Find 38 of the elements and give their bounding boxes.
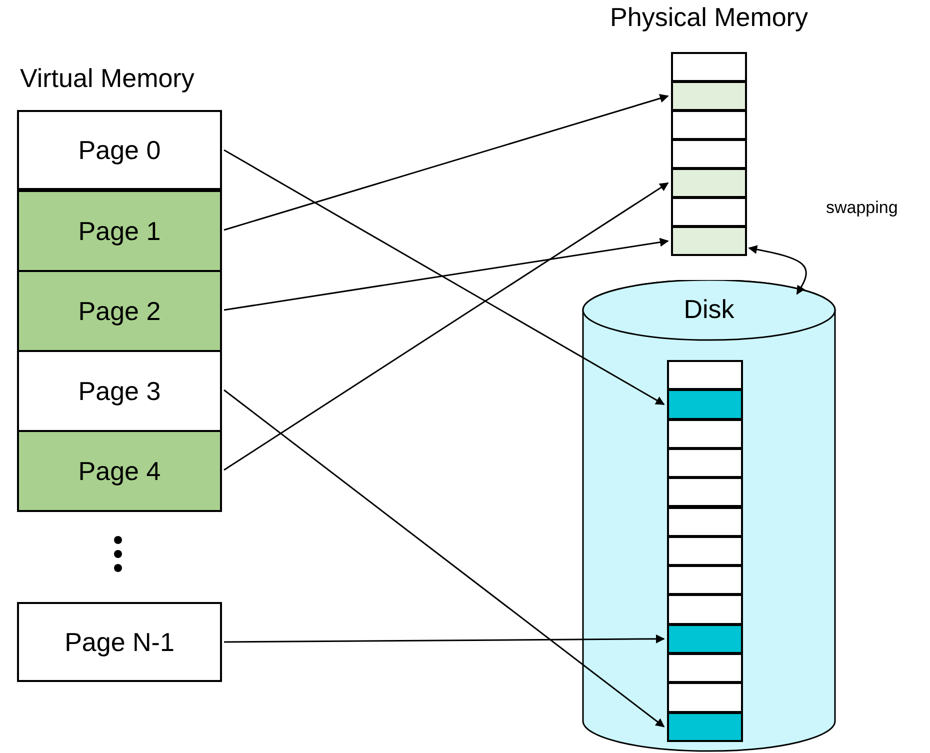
memory-slot	[667, 536, 743, 566]
memory-slot	[667, 653, 743, 684]
disk-cylinder	[582, 280, 836, 752]
memory-heading: Virtual Memory	[20, 63, 194, 94]
page-box: Page 2	[17, 270, 222, 352]
swap-arrow	[748, 245, 807, 295]
memory-slot	[667, 506, 743, 537]
disk-label: Disk	[682, 294, 736, 325]
page-box: Page N-1	[17, 602, 222, 682]
memory-slot	[671, 197, 747, 227]
memory-slot	[671, 168, 747, 198]
memory-heading: Physical Memory	[609, 2, 809, 33]
memory-slot	[671, 139, 747, 169]
memory-slot	[667, 448, 743, 478]
mapping-arrow	[224, 149, 665, 406]
memory-slot	[671, 226, 747, 256]
memory-slot	[667, 624, 743, 654]
memory-slot	[671, 81, 747, 111]
mapping-arrow	[224, 94, 669, 231]
mapping-arrow	[224, 389, 665, 728]
memory-slot	[667, 565, 743, 596]
mapping-arrow	[224, 182, 669, 471]
memory-slot	[671, 52, 747, 82]
edge-label: swapping	[826, 198, 898, 218]
memory-slot	[667, 418, 743, 449]
memory-slot	[667, 594, 743, 625]
mapping-arrow	[224, 238, 669, 311]
page-box: Page 4	[17, 430, 222, 512]
page-box: Page 1	[17, 190, 222, 272]
memory-slot	[667, 389, 743, 420]
page-box: Page 0	[17, 110, 222, 190]
page-box: Page 3	[17, 350, 222, 432]
mapping-arrow	[224, 634, 665, 644]
memory-slot	[667, 360, 743, 390]
memory-slot	[667, 682, 743, 713]
memory-slot	[667, 712, 743, 742]
memory-slot	[671, 110, 747, 140]
memory-slot	[667, 477, 743, 508]
